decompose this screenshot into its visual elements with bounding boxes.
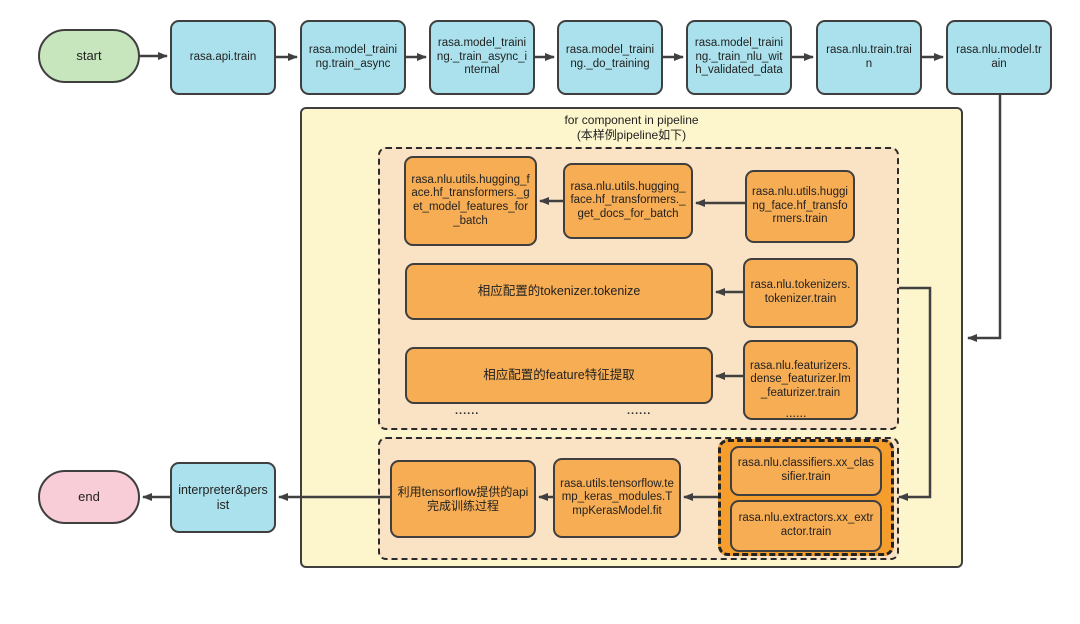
node-tokenizer-train: rasa.nlu.tokenizers.tokenizer.train — [743, 258, 858, 328]
ellipsis-mark: ...... — [455, 405, 480, 417]
pipeline-loop-title: for component in pipeline (本样例pipeline如下… — [302, 113, 961, 143]
node-label: rasa.nlu.utils.hugging_face.hf_transform… — [411, 173, 530, 227]
node-label: 利用tensorflow提供的api完成训练过程 — [397, 484, 529, 513]
ellipsis-mark: ...... — [627, 405, 652, 417]
node-train-async-internal: rasa.model_training._train_async_interna… — [429, 20, 535, 95]
node-label: interpreter&persist — [178, 482, 268, 512]
node-label: rasa.model_training._train_nlu_with_vali… — [694, 37, 784, 77]
node-label: rasa.nlu.extractors.xx_extractor.train — [738, 512, 874, 538]
node-label: 相应配置的tokenizer.tokenize — [477, 284, 641, 299]
node-label: rasa.model_training._do_training — [565, 43, 655, 70]
node-label: rasa.nlu.train.train — [826, 43, 912, 70]
node-feature-extract: 相应配置的feature特征提取 — [405, 347, 713, 404]
pipeline-loop-title-line2: (本样例pipeline如下) — [576, 128, 687, 142]
start-label: start — [76, 48, 102, 64]
node-train-nlu-validated: rasa.model_training._train_nlu_with_vali… — [686, 20, 792, 95]
node-label: rasa.nlu.classifiers.xx_classifier.train — [737, 457, 875, 483]
start-node: start — [38, 29, 140, 83]
node-label: rasa.model_training._train_async_interna… — [436, 37, 528, 77]
ellipsis-mark: ...... — [786, 409, 808, 419]
node-keras-fit: rasa.utils.tensorflow.temp_keras_modules… — [553, 458, 681, 538]
node-train-async: rasa.model_training.train_async — [300, 20, 406, 95]
end-label: end — [78, 489, 100, 505]
node-label: 相应配置的feature特征提取 — [483, 368, 635, 383]
node-label: rasa.utils.tensorflow.temp_keras_modules… — [560, 477, 674, 517]
node-nlu-train-train: rasa.nlu.train.train — [816, 20, 922, 95]
node-tokenizer-tokenize: 相应配置的tokenizer.tokenize — [405, 263, 713, 320]
arrow-nlumodel-to-loop — [967, 95, 1002, 342]
node-rasa-api-train: rasa.api.train — [170, 20, 276, 95]
node-label: rasa.nlu.model.train — [956, 43, 1042, 70]
node-tensorflow-api: 利用tensorflow提供的api完成训练过程 — [390, 460, 536, 538]
node-label: rasa.model_training.train_async — [308, 43, 398, 70]
node-label: rasa.api.train — [189, 50, 257, 63]
end-node: end — [38, 470, 140, 524]
node-label: rasa.nlu.utils.hugging_face.hf_transform… — [752, 186, 848, 226]
node-label: rasa.nlu.featurizers.dense_featurizer.lm… — [750, 359, 851, 399]
node-label: rasa.nlu.tokenizers.tokenizer.train — [750, 279, 851, 305]
node-do-training: rasa.model_training._do_training — [557, 20, 663, 95]
node-hf-get-docs: rasa.nlu.utils.hugging_face.hf_transform… — [563, 163, 693, 239]
node-label: rasa.nlu.utils.hugging_face.hf_transform… — [570, 180, 686, 220]
pipeline-loop-title-line1: for component in pipeline — [564, 113, 699, 127]
node-extractor-train: rasa.nlu.extractors.xx_extractor.train — [730, 500, 882, 552]
node-featurizer-train: rasa.nlu.featurizers.dense_featurizer.lm… — [743, 340, 858, 420]
node-hf-get-model-features: rasa.nlu.utils.hugging_face.hf_transform… — [404, 156, 537, 246]
node-hf-train: rasa.nlu.utils.hugging_face.hf_transform… — [745, 170, 855, 243]
node-nlu-model-train: rasa.nlu.model.train — [946, 20, 1052, 95]
node-classifier-train: rasa.nlu.classifiers.xx_classifier.train — [730, 446, 882, 496]
node-interpreter-persist: interpreter&persist — [170, 462, 276, 533]
